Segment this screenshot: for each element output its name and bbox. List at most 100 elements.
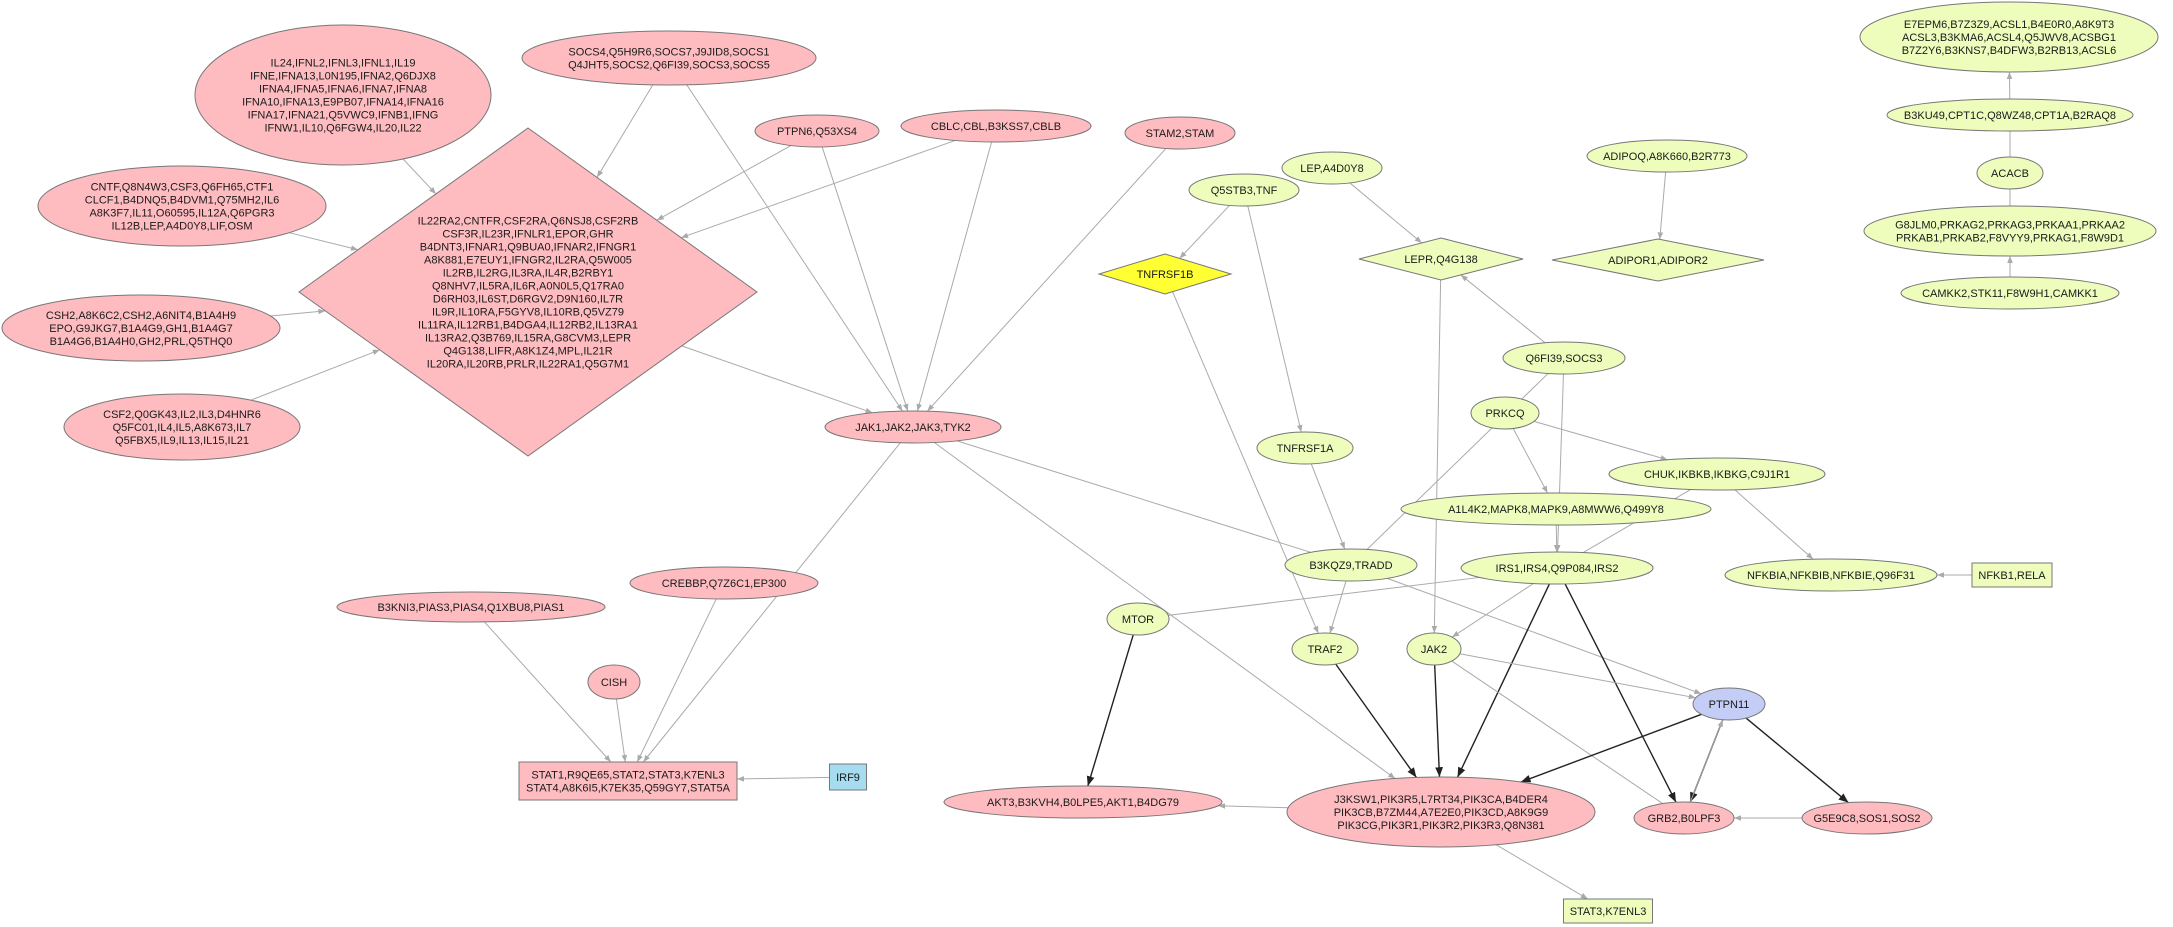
node-crebbp[interactable]: CREBBP,Q7Z6C1,EP300: [629, 566, 819, 600]
node-grb2[interactable]: GRB2,B0LPF3: [1633, 801, 1735, 835]
node-label-csh: CSH2,A8K6C2,CSH2,A6NIT4,B1A4H9: [46, 310, 236, 322]
node-stat3k[interactable]: STAT3,K7ENL3: [1563, 898, 1653, 924]
node-shape-tnfrsf1a: [1256, 431, 1354, 465]
node-shape-b3kqz9: [1284, 548, 1418, 582]
node-traf2[interactable]: TRAF2: [1291, 632, 1359, 666]
node-label-pik3: PIK3CB,B7ZM44,A7E2E0,PIK3CD,A8K9G9: [1334, 807, 1549, 819]
node-shape-b3kni3: [336, 591, 606, 623]
node-label-receptor: IL9R,IL10RA,F5GYV8,IL10RB,Q5VZ79: [432, 307, 624, 319]
node-shape-csf2: [63, 393, 301, 461]
edge-ptpn11-to-pik3: [1520, 713, 1702, 783]
node-g8jlm0[interactable]: G8JLM0,PRKAG2,PRKAG3,PRKAA1,PRKAA2PRKAB1…: [1863, 205, 2157, 257]
edge-prkcq-to-a1l4k2: [1512, 428, 1548, 494]
node-b3kni3[interactable]: B3KNI3,PIAS3,PIAS4,Q1XBU8,PIAS1: [336, 591, 606, 623]
node-jak2[interactable]: JAK2: [1406, 632, 1462, 666]
node-label-receptor: Q4G138,LIFR,A8K1Z4,MPL,IL21R: [443, 346, 612, 358]
node-cblc[interactable]: CBLC,CBL,B3KSS7,CBLB: [900, 109, 1092, 143]
node-adipoq[interactable]: ADIPOQ,A8K660,B2R773: [1586, 139, 1748, 173]
node-ptpn6[interactable]: PTPN6,Q53XS4: [754, 114, 880, 148]
node-label-ptpn6: PTPN6,Q53XS4: [777, 126, 857, 138]
node-shape-adipoq: [1586, 139, 1748, 173]
node-e7epm6[interactable]: E7EPM6,B7Z3Z9,ACSL1,B4E0R0,A8K9T3ACSL3,B…: [1859, 1, 2159, 73]
node-lepr[interactable]: LEPR,Q4G138: [1358, 237, 1524, 281]
node-a1l4k2[interactable]: A1L4K2,MAPK8,MAPK9,A8MWW6,Q499Y8: [1400, 492, 1712, 526]
node-chuk[interactable]: CHUK,IKBKB,IKBKG,C9J1R1: [1608, 457, 1826, 491]
node-b3ku49[interactable]: B3KU49,CPT1C,Q8WZ48,CPT1A,B2RAQ8: [1886, 98, 2134, 132]
node-shape-nfkb1: [1971, 562, 2053, 588]
node-label-cntf: IL12B,LEP,A4D0Y8,LIF,OSM: [111, 221, 252, 233]
node-q6fi39[interactable]: Q6FI39,SOCS3: [1502, 341, 1626, 375]
node-socs[interactable]: SOCS4,Q5H9R6,SOCS7,J9JID8,SOCS1Q4JHT5,SO…: [521, 30, 817, 86]
node-acacb[interactable]: ACACB: [1976, 156, 2044, 190]
node-g5e9c8[interactable]: G5E9C8,SOS1,SOS2: [1801, 801, 1933, 835]
edge-tnfrsf1a-to-b3kqz9: [1310, 463, 1346, 550]
node-label-receptor: IL20RA,IL20RB,PRLR,IL22RA1,Q5G7M1: [427, 359, 629, 371]
node-label-mtor: MTOR: [1122, 614, 1154, 626]
node-label-jak2: JAK2: [1421, 644, 1447, 656]
node-mtor[interactable]: MTOR: [1106, 602, 1170, 636]
node-csf2[interactable]: CSF2,Q0GK43,IL2,IL3,D4HNR6Q5FC01,IL4,IL5…: [63, 393, 301, 461]
node-stam[interactable]: STAM2,STAM: [1124, 116, 1236, 150]
node-shape-g8jlm0: [1863, 205, 2157, 257]
node-label-receptor: IL22RA2,CNTFR,CSF2RA,Q6NSJ8,CSF2RB: [418, 216, 639, 228]
node-label-akt: AKT3,B3KVH4,B0LPE5,AKT1,B4DG79: [987, 797, 1179, 809]
node-label-q6fi39: Q6FI39,SOCS3: [1525, 353, 1602, 365]
edge-cblc-to-receptor: [680, 139, 956, 239]
edge-b3kqz9-to-ptpn11: [1387, 577, 1702, 695]
node-shape-pik3: [1286, 776, 1596, 848]
node-label-adipoq: ADIPOQ,A8K660,B2R773: [1603, 151, 1731, 163]
node-label-pik3: PIK3CG,PIK3R1,PIK3R2,PIK3R3,Q8N381: [1337, 820, 1544, 832]
node-label-cntf: A8K3F7,IL11,O60595,IL12A,Q6PGR3: [89, 208, 274, 220]
node-irf9[interactable]: IRF9: [829, 763, 867, 791]
edge-socs-to-receptor: [596, 84, 654, 178]
edge-ptpn11-to-g5e9c8: [1745, 717, 1849, 804]
node-camkk2[interactable]: CAMKK2,STK11,F8W9H1,CAMKK1: [1900, 276, 2120, 310]
node-tnfrsf1b[interactable]: TNFRSF1B: [1097, 253, 1233, 295]
node-tnfrsf1a[interactable]: TNFRSF1A: [1256, 431, 1354, 465]
node-label-nfkb1: NFKB1,RELA: [1978, 570, 2046, 582]
node-label-b3kni3: B3KNI3,PIAS3,PIAS4,Q1XBU8,PIAS1: [377, 602, 564, 614]
edge-jak2-to-pik3: [1433, 664, 1443, 778]
node-jak[interactable]: JAK1,JAK2,JAK3,TYK2: [824, 410, 1002, 444]
node-csh[interactable]: CSH2,A8K6C2,CSH2,A6NIT4,B1A4H9EPO,G9JKG7…: [1, 294, 281, 362]
node-label-pik3: J3KSW1,PIK3R5,L7RT34,PIK3CA,B4DER4: [1334, 794, 1548, 806]
node-cish[interactable]: CISH: [587, 664, 641, 700]
node-nfkb1[interactable]: NFKB1,RELA: [1971, 562, 2053, 588]
node-shape-lepr: [1358, 237, 1524, 281]
node-b3kqz9[interactable]: B3KQZ9,TRADD: [1284, 548, 1418, 582]
node-label-stat3k: STAT3,K7ENL3: [1570, 906, 1647, 918]
node-adipor[interactable]: ADIPOR1,ADIPOR2: [1551, 238, 1765, 282]
node-receptor[interactable]: IL22RA2,CNTFR,CSF2RA,Q6NSJ8,CSF2RBCSF3R,…: [298, 127, 758, 457]
node-nfkbia[interactable]: NFKBIA,NFKBIB,NFKBIE,Q96F31: [1724, 558, 1938, 592]
node-lep[interactable]: LEP,A4D0Y8: [1281, 151, 1383, 185]
node-ptpn11[interactable]: PTPN11: [1692, 687, 1766, 721]
node-label-cblc: CBLC,CBL,B3KSS7,CBLB: [931, 121, 1061, 133]
node-label-nfkbia: NFKBIA,NFKBIB,NFKBIE,Q96F31: [1747, 570, 1915, 582]
node-shape-grb2: [1633, 801, 1735, 835]
node-label-ifn: IFNA4,IFNA5,IFNA6,IFNA7,IFNA8: [259, 84, 427, 96]
edge-chuk-to-nfkbia: [1734, 489, 1814, 560]
edge-prkcq-to-chuk: [1533, 420, 1668, 461]
edge-stam-to-jak: [926, 148, 1167, 412]
node-label-csf2: Q5FC01,IL4,IL5,A8K673,IL7: [113, 422, 252, 434]
edge-csh-to-receptor: [270, 308, 326, 317]
node-label-jak: JAK1,JAK2,JAK3,TYK2: [855, 422, 971, 434]
node-shape-acacb: [1976, 156, 2044, 190]
node-irs1[interactable]: IRS1,IRS4,Q9P084,IRS2: [1460, 551, 1654, 585]
node-cntf[interactable]: CNTF,Q8N4W3,CSF3,Q6FH65,CTF1CLCF1,B4DNQ5…: [37, 165, 327, 247]
node-label-irs1: IRS1,IRS4,Q9P084,IRS2: [1496, 563, 1619, 575]
node-q5stb3[interactable]: Q5STB3,TNF: [1188, 173, 1300, 207]
node-pik3[interactable]: J3KSW1,PIK3R5,L7RT34,PIK3CA,B4DER4PIK3CB…: [1286, 776, 1596, 848]
node-stat[interactable]: STAT1,R9QE65,STAT2,STAT3,K7ENL3STAT4,A8K…: [518, 761, 738, 801]
edge-cish-to-stat: [615, 698, 628, 763]
node-ifn[interactable]: IL24,IFNL2,IFNL3,IFNL1,IL19IFNE,IFNA13,L…: [194, 24, 492, 166]
node-label-acacb: ACACB: [1991, 168, 2029, 180]
node-prkcq[interactable]: PRKCQ: [1470, 396, 1540, 430]
node-shape-ifn: [194, 24, 492, 166]
node-shape-socs: [521, 30, 817, 86]
node-label-csf2: CSF2,Q0GK43,IL2,IL3,D4HNR6: [103, 409, 261, 421]
node-akt[interactable]: AKT3,B3KVH4,B0LPE5,AKT1,B4DG79: [943, 785, 1223, 819]
node-label-cntf: CNTF,Q8N4W3,CSF3,Q6FH65,CTF1: [91, 182, 274, 194]
node-shape-a1l4k2: [1400, 492, 1712, 526]
